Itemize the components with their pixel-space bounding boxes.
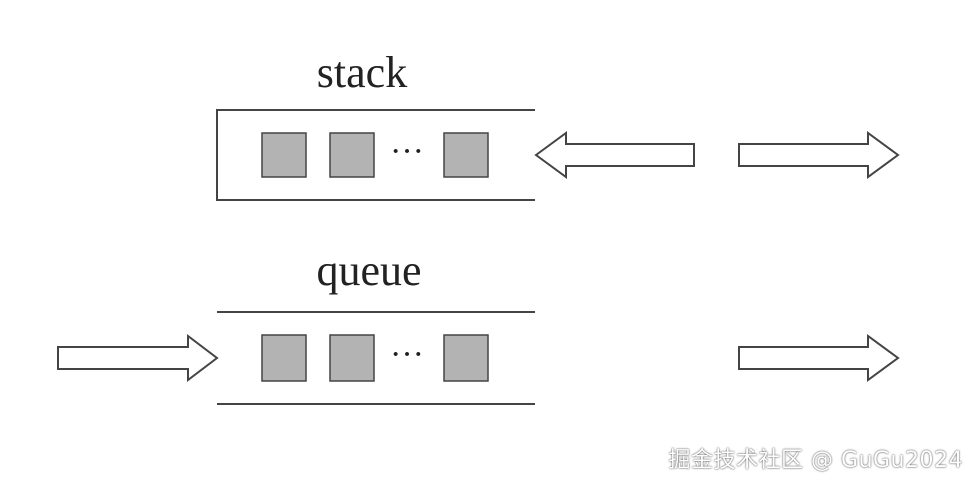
queue-enqueue-arrow: [57, 333, 219, 383]
queue-element-last: [443, 334, 489, 382]
queue-element-1: [261, 334, 307, 382]
queue-ellipsis: ···: [390, 336, 424, 373]
watermark-text: 掘金技术社区 @ GuGu2024: [668, 448, 963, 473]
stack-element-last: [443, 132, 489, 178]
queue-dequeue-arrow: [738, 334, 900, 382]
queue-element-2: [329, 334, 375, 382]
stack-element-2: [329, 132, 375, 178]
queue-label: queue: [316, 246, 421, 295]
stack-push-arrow: [534, 131, 695, 179]
stack-label: stack: [317, 48, 407, 97]
stack-ellipsis: ···: [390, 133, 424, 170]
stack-element-1: [261, 132, 307, 178]
stack-container: [216, 109, 535, 201]
stack-pop-arrow: [738, 131, 900, 179]
